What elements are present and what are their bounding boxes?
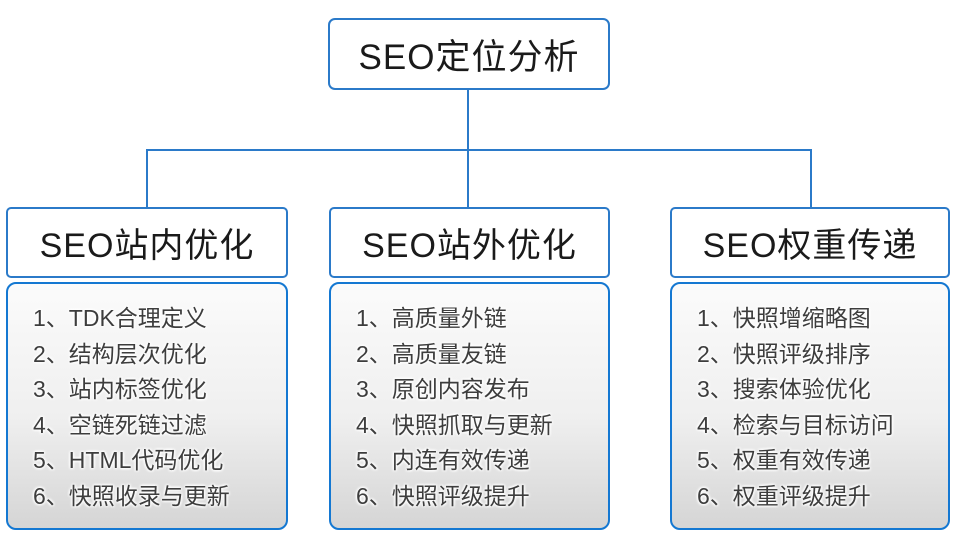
list-item: 5、权重有效传递 bbox=[697, 447, 871, 473]
list-item: 6、快照评级提升 bbox=[356, 482, 530, 509]
branch-title: SEO站内优化 bbox=[39, 227, 255, 265]
list-item: 3、站内标签优化 bbox=[33, 376, 207, 402]
list-item: 1、TDK合理定义 bbox=[33, 305, 207, 331]
connector-drop-middle bbox=[467, 150, 469, 207]
list-item: 1、高质量外链 bbox=[356, 305, 507, 331]
list-item: 1、快照增缩略图 bbox=[697, 305, 871, 331]
list-item: 4、快照抓取与更新 bbox=[356, 411, 553, 438]
list-item: 2、高质量友链 bbox=[356, 340, 507, 367]
list-item: 2、快照评级排序 bbox=[697, 340, 871, 367]
branch-list-weight: 1、快照增缩略图 2、快照评级排序 3、搜索体验优化 4、检索与目标访问 5、权重有效传… bbox=[670, 282, 950, 530]
branch-title: SEO站外优化 bbox=[362, 227, 577, 265]
branch-list-offsite: 1、高质量外链 2、高质量友链 3、原创内容发布 4、快照抓取与更新 5、内连有效传递 6… bbox=[329, 282, 610, 530]
connector-drop-left bbox=[146, 150, 148, 207]
branch-header-weight: SEO权重传递 bbox=[670, 207, 950, 278]
root-node: SEO定位分析 bbox=[328, 18, 610, 90]
list-item: 3、搜索体验优化 bbox=[697, 376, 871, 402]
branch-header-offsite: SEO站外优化 bbox=[329, 207, 610, 278]
branch-column-onsite: SEO站内优化 1、TDK合理定义 2、结构层次优化 3、站内标签优化 4、空链死链过… bbox=[6, 207, 288, 530]
list-item: 6、权重评级提升 bbox=[697, 482, 871, 509]
branch-list-onsite: 1、TDK合理定义 2、结构层次优化 3、站内标签优化 4、空链死链过滤 5、HTML代… bbox=[6, 282, 288, 530]
connector-horizontal-rail bbox=[146, 149, 812, 151]
root-title: SEO定位分析 bbox=[358, 37, 580, 77]
connector-drop-right bbox=[810, 150, 812, 207]
connector-root-drop bbox=[467, 90, 469, 150]
list-item: 2、结构层次优化 bbox=[33, 340, 207, 367]
list-item: 6、快照收录与更新 bbox=[33, 482, 230, 509]
branch-column-weight: SEO权重传递 1、快照增缩略图 2、快照评级排序 3、搜索体验优化 4、检索与目标访… bbox=[670, 207, 950, 530]
list-item: 3、原创内容发布 bbox=[356, 376, 530, 402]
branch-header-onsite: SEO站内优化 bbox=[6, 207, 288, 278]
branch-title: SEO权重传递 bbox=[702, 227, 918, 265]
list-item: 4、检索与目标访问 bbox=[697, 411, 894, 438]
list-item: 4、空链死链过滤 bbox=[33, 411, 207, 438]
branch-column-offsite: SEO站外优化 1、高质量外链 2、高质量友链 3、原创内容发布 4、快照抓取与更新 5… bbox=[329, 207, 610, 530]
list-item: 5、内连有效传递 bbox=[356, 447, 530, 473]
list-item: 5、HTML代码优化 bbox=[33, 447, 224, 473]
